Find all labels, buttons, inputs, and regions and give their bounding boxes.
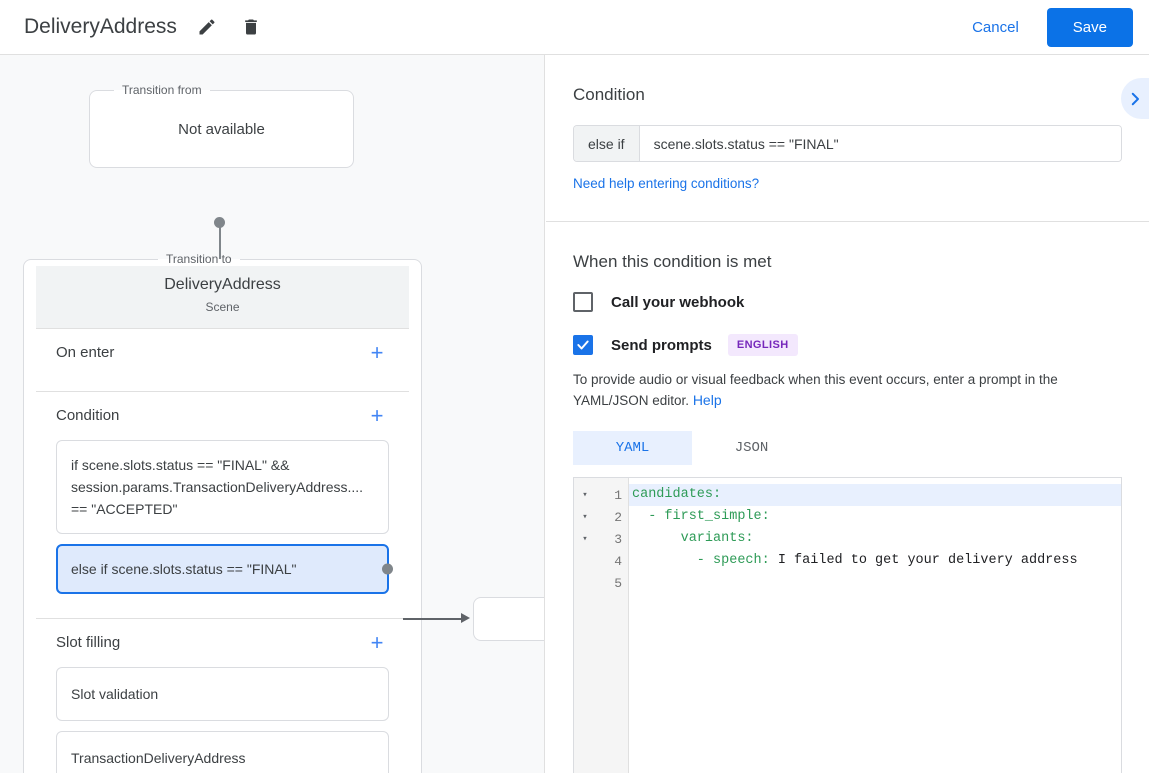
send-prompts-label: Send prompts <box>611 336 712 354</box>
editor-gutter: ▾1▾2▾3▾4▾5 <box>574 478 629 773</box>
condition-card-else-if[interactable]: else if scene.slots.status == "FINAL" <box>56 543 393 594</box>
section-condition: Condition + if scene.slots.status == "FI… <box>36 392 409 619</box>
transition-from-value: Not available <box>178 121 265 139</box>
editor-gutter-row: ▾3 <box>574 528 628 550</box>
language-badge: ENGLISH <box>727 334 798 356</box>
transition-from-legend: Transition from <box>122 83 202 97</box>
slot-transaction-delivery-address-card[interactable]: TransactionDeliveryAddress <box>56 730 389 773</box>
webhook-row[interactable]: Call your webhook <box>573 292 1122 312</box>
call-webhook-checkbox[interactable] <box>573 292 593 312</box>
fold-arrow-icon[interactable]: ▾ <box>582 490 588 500</box>
condition-card-else-if-label: else if scene.slots.status == "FINAL" <box>71 560 297 577</box>
prompt-code-editor[interactable]: ▾1▾2▾3▾4▾5 candidates: - first_simple: v… <box>573 477 1122 773</box>
transition-to-node: Transition to DeliveryAddress Scene On e… <box>23 252 422 773</box>
condition-card-if[interactable]: if scene.slots.status == "FINAL" && sess… <box>56 439 389 534</box>
editor-code-area[interactable]: candidates: - first_simple: variants: - … <box>629 478 1121 773</box>
editor-gutter-row: ▾2 <box>574 506 628 528</box>
chevron-right-icon[interactable] <box>1121 78 1149 119</box>
details-panel: Condition else if Need help entering con… <box>546 55 1149 773</box>
section-title-on-enter: On enter <box>56 344 115 362</box>
fold-arrow-icon[interactable]: ▾ <box>582 512 588 522</box>
section-slot-filling: Slot filling + Slot validation Transacti… <box>36 619 409 773</box>
edit-icon[interactable] <box>193 13 221 41</box>
add-slot-filling-button[interactable]: + <box>370 629 384 655</box>
line-number: 4 <box>614 553 622 569</box>
editor-code-line[interactable]: candidates: <box>629 484 1121 506</box>
add-condition-button[interactable]: + <box>370 402 384 428</box>
editor-code-line[interactable] <box>629 572 1121 594</box>
top-app-bar: DeliveryAddress Cancel Save <box>0 0 1149 55</box>
outgoing-edge-arrow-icon <box>461 613 470 623</box>
line-number: 1 <box>614 487 622 503</box>
scene-graph-canvas[interactable]: Transition from Not available Transition… <box>0 55 545 773</box>
call-webhook-label: Call your webhook <box>611 293 745 311</box>
yaml-value: I failed to get your delivery address <box>769 553 1078 568</box>
outgoing-edge-line <box>403 618 463 620</box>
editor-gutter-row: ▾5 <box>574 572 628 594</box>
condition-expression-input[interactable] <box>639 126 1121 161</box>
add-on-enter-button[interactable]: + <box>370 339 384 365</box>
page-title: DeliveryAddress <box>24 15 177 38</box>
section-title-slot-filling: Slot filling <box>56 634 121 652</box>
prompts-helper-text: To provide audio or visual feedback when… <box>573 370 1122 411</box>
send-prompts-checkbox[interactable] <box>573 335 593 355</box>
line-number: 2 <box>614 509 622 525</box>
slot-validation-card[interactable]: Slot validation <box>56 666 389 721</box>
tab-json[interactable]: JSON <box>734 440 769 456</box>
tab-yaml[interactable]: YAML <box>573 431 692 465</box>
scene-node-header[interactable]: DeliveryAddress Scene <box>36 265 409 329</box>
editor-code-line[interactable]: - first_simple: <box>629 506 1121 528</box>
line-number: 5 <box>614 575 622 591</box>
cancel-button[interactable]: Cancel <box>958 11 1033 44</box>
condition-block: Condition else if Need help entering con… <box>546 55 1149 222</box>
editor-gutter-row: ▾1 <box>574 484 628 506</box>
yaml-key: candidates: <box>632 487 722 502</box>
section-on-enter: On enter + <box>36 329 409 392</box>
condition-prefix-label: else if <box>574 126 640 161</box>
fold-arrow-icon[interactable]: ▾ <box>582 534 588 544</box>
condition-help-link[interactable]: Need help entering conditions? <box>573 176 760 191</box>
transition-to-legend: Transition to <box>166 252 232 266</box>
editor-format-tabs: YAML JSON <box>573 431 1122 465</box>
when-condition-met-heading: When this condition is met <box>573 252 772 271</box>
editor-code-line[interactable]: - speech: I failed to get your delivery … <box>629 550 1121 572</box>
connector-line <box>219 223 221 275</box>
connector-dot <box>214 217 225 228</box>
editor-code-line[interactable]: variants: <box>629 528 1121 550</box>
trash-icon[interactable] <box>237 13 265 41</box>
prompts-help-link[interactable]: Help <box>692 392 722 408</box>
fold-spacer: ▾ <box>574 550 596 572</box>
send-prompts-row[interactable]: Send prompts ENGLISH <box>573 334 1122 356</box>
transition-from-node[interactable]: Transition from Not available <box>89 83 354 168</box>
condition-input-group[interactable]: else if <box>573 125 1122 162</box>
line-number: 3 <box>614 531 622 547</box>
yaml-key: - first_simple: <box>632 509 770 524</box>
save-button[interactable]: Save <box>1046 7 1133 47</box>
top-bar-actions: Cancel Save <box>958 7 1149 47</box>
target-node-partial[interactable] <box>473 597 544 641</box>
condition-output-port[interactable] <box>381 563 393 575</box>
scene-node-name: DeliveryAddress <box>164 275 281 293</box>
editor-gutter-row: ▾4 <box>574 550 628 572</box>
when-condition-met-block: When this condition is met Call your web… <box>546 222 1149 773</box>
section-title-condition: Condition <box>56 407 120 425</box>
yaml-key: variants: <box>632 531 754 546</box>
condition-heading: Condition <box>573 85 645 104</box>
yaml-key: - speech: <box>632 553 770 568</box>
prompts-helper-sentence: To provide audio or visual feedback when… <box>573 372 1058 408</box>
fold-spacer: ▾ <box>574 572 596 594</box>
scene-node-type: Scene <box>205 299 240 314</box>
